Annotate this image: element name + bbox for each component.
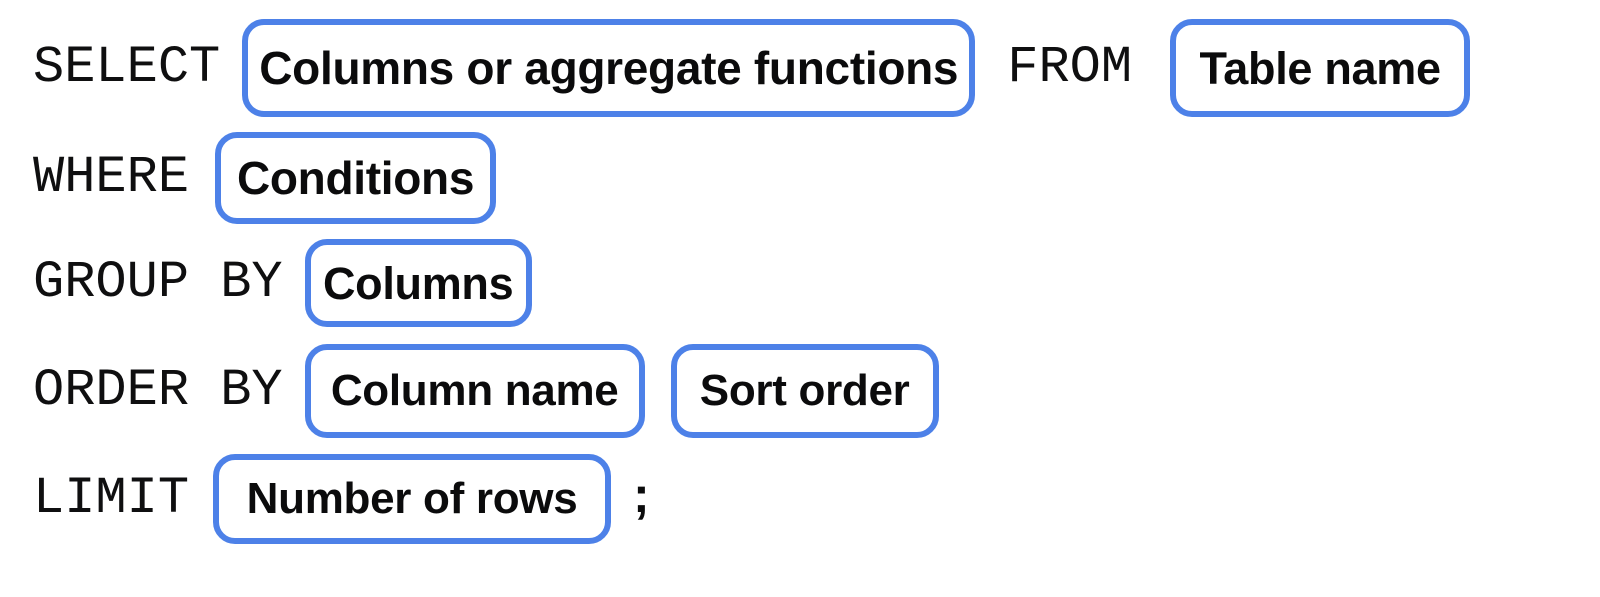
keyword-where: WHERE: [33, 148, 190, 207]
slot-from-table[interactable]: Table name: [1170, 19, 1471, 117]
keyword-group-by: GROUP BY: [33, 253, 283, 312]
slot-select-columns[interactable]: Columns or aggregate functions: [242, 19, 976, 117]
slot-limit-rows[interactable]: Number of rows: [213, 454, 612, 544]
clause-row-select: SELECT Columns or aggregate functions FR…: [0, 18, 1600, 118]
slot-limit-rows-label: Number of rows: [246, 474, 578, 523]
slot-order-by-column-label: Column name: [330, 366, 619, 415]
clause-row-where: WHERE Conditions: [0, 128, 1600, 228]
slot-order-by-column[interactable]: Column name: [304, 344, 645, 438]
keyword-from: FROM: [1007, 38, 1133, 97]
slot-from-table-label: Table name: [1199, 42, 1441, 94]
slot-group-by-columns[interactable]: Columns: [304, 239, 532, 327]
slot-select-columns-label: Columns or aggregate functions: [259, 42, 959, 94]
keyword-limit: LIMIT: [33, 469, 190, 528]
slot-order-by-sort-order[interactable]: Sort order: [670, 344, 939, 438]
slot-where-conditions-label: Conditions: [236, 152, 475, 204]
slot-where-conditions[interactable]: Conditions: [215, 132, 497, 224]
slot-group-by-columns-label: Columns: [322, 257, 514, 309]
keyword-select: SELECT: [33, 38, 221, 97]
slot-order-by-sort-order-label: Sort order: [699, 366, 910, 415]
statement-terminator: ;: [633, 467, 650, 523]
clause-row-group-by: GROUP BY Columns: [0, 235, 1600, 331]
clause-row-limit: LIMIT Number of rows ;: [0, 450, 1600, 548]
clause-row-order-by: ORDER BY Column name Sort order: [0, 342, 1600, 440]
keyword-order-by: ORDER BY: [33, 361, 283, 420]
